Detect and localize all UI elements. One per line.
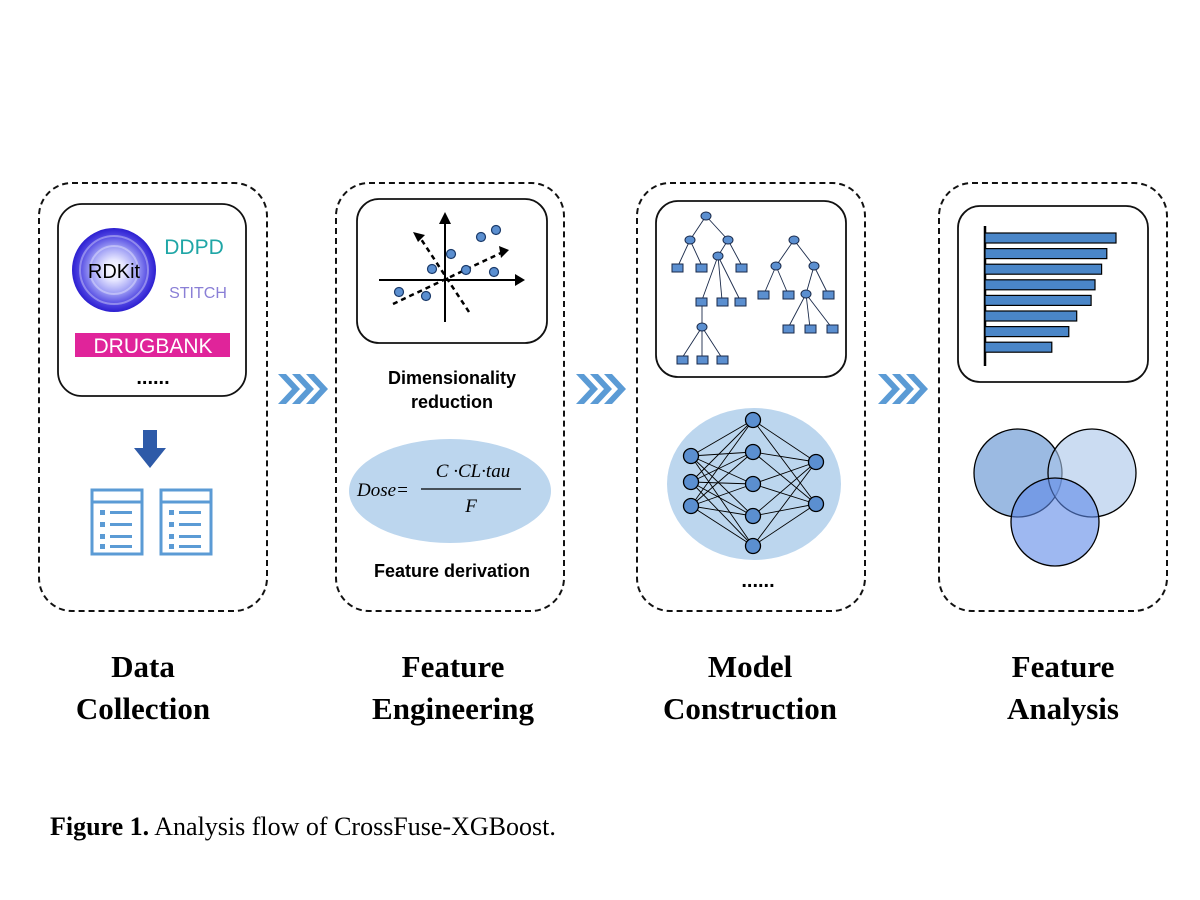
pca-plot-box [356, 198, 548, 344]
nn-node [807, 453, 825, 471]
table-icon-right [159, 488, 213, 556]
chevron-arrow-icon-3 [878, 374, 928, 404]
stage-title-line2: Construction [663, 691, 837, 726]
dim-reduction-label-1: Dimensionality [388, 368, 516, 388]
drugbank-logo: DRUGBANK [75, 333, 230, 358]
nn-edge [752, 483, 817, 505]
table-icon-left [90, 488, 144, 556]
importance-bar [984, 232, 1117, 244]
nn-edge [752, 461, 817, 517]
dose-formula: Dose= C ·CL·tau F [356, 461, 521, 517]
nn-edge [690, 419, 754, 483]
feature-engineering-graphics: Dimensionality reduction Dose= C ·CL·tau… [349, 198, 551, 581]
nn-edge [752, 419, 817, 463]
data-collection-panel [38, 182, 268, 612]
rdkit-logo: RDKit [72, 228, 156, 312]
nn-edge [752, 451, 817, 463]
importance-bar [984, 279, 1096, 291]
feature-derivation-label: Feature derivation [374, 561, 530, 581]
stage-title-feature-engineering: Feature Engineering [323, 646, 583, 730]
down-arrow-icon [134, 430, 166, 468]
nn-node [744, 411, 762, 429]
importance-bar [984, 263, 1103, 275]
stage-title-line2: Engineering [372, 691, 534, 726]
importance-bar [984, 326, 1070, 338]
nn-edge [752, 419, 817, 505]
feature-engineering-panel [335, 182, 565, 612]
data-collection-graphics: RDKit DDPD STITCH DRUGBANK ...... [57, 203, 247, 556]
stage-title-line1: Feature [401, 649, 505, 684]
more-models-ellipsis: ...... [741, 570, 774, 592]
stage-title-line1: Data [111, 649, 175, 684]
feature-analysis-graphics [957, 205, 1149, 567]
nn-edge [690, 481, 754, 517]
nn-edge [690, 481, 754, 485]
venn-diagram-icon [973, 428, 1137, 567]
importance-bar [984, 310, 1078, 322]
figure-caption-text: Analysis flow of CrossFuse-XGBoost. [149, 812, 556, 841]
nn-node [744, 507, 762, 525]
stage-title-data-collection: Data Collection [13, 646, 273, 730]
model-construction-panel [636, 182, 866, 612]
nn-edge [690, 455, 754, 517]
dim-reduction-label-2: reduction [411, 392, 493, 412]
importance-bar [984, 294, 1092, 307]
nn-edge [690, 505, 754, 547]
nn-node [682, 473, 700, 491]
importance-bar [984, 341, 1053, 353]
drugbank-label: DRUGBANK [93, 335, 212, 358]
nn-node [744, 537, 762, 555]
nn-node [744, 475, 762, 493]
formula-lhs: Dose= [356, 480, 409, 501]
nn-edge [752, 451, 817, 505]
nn-edge [690, 451, 754, 457]
figure-caption-label: Figure 1. [50, 812, 150, 841]
nn-node [807, 495, 825, 513]
chevron-arrow-icon-1 [278, 374, 328, 404]
stage-title-line2: Analysis [1007, 691, 1119, 726]
nn-edge [690, 451, 754, 483]
formula-ellipse [349, 439, 551, 543]
nn-edge [752, 461, 817, 547]
nn-edge [690, 451, 754, 507]
pca-scatter-icon [379, 212, 525, 322]
neural-network-icon [682, 411, 825, 555]
nn-node [744, 443, 762, 461]
feature-importance-box [957, 205, 1149, 383]
nn-node [682, 447, 700, 465]
rdkit-label: RDKit [88, 261, 141, 283]
nn-edge [690, 419, 754, 457]
more-sources-ellipsis: ...... [136, 367, 169, 389]
decision-tree-icon-2 [763, 239, 833, 329]
nn-edge [690, 483, 754, 507]
nn-edge [690, 455, 754, 547]
stage-title-line1: Feature [1011, 649, 1115, 684]
feature-analysis-panel [938, 182, 1168, 612]
nn-edge [690, 505, 754, 517]
model-construction-graphics: ...... [655, 200, 847, 592]
formula-denominator: F [464, 496, 477, 517]
stage-title-line1: Model [707, 649, 793, 684]
importance-bar [984, 247, 1108, 260]
nn-edge [752, 503, 817, 547]
decision-trees-box [655, 200, 847, 378]
chevron-arrow-icon-2 [576, 374, 626, 404]
figure-caption: Figure 1. Analysis flow of CrossFuse-XGB… [50, 812, 556, 842]
nn-edge [690, 481, 754, 547]
nn-node [682, 497, 700, 515]
nn-edge [752, 503, 817, 517]
formula-numerator: C ·CL·tau [436, 461, 510, 482]
nn-edge [690, 455, 754, 485]
feature-importance-chart [983, 226, 1117, 366]
ddpd-label: DDPD [164, 236, 224, 259]
stitch-label: STITCH [169, 285, 227, 302]
stage-title-feature-analysis: Feature Analysis [933, 646, 1193, 730]
stage-title-line2: Collection [75, 691, 211, 726]
nn-edge [690, 419, 754, 507]
nn-edge [752, 461, 817, 485]
stage-title-model-construction: Model Construction [620, 646, 880, 730]
